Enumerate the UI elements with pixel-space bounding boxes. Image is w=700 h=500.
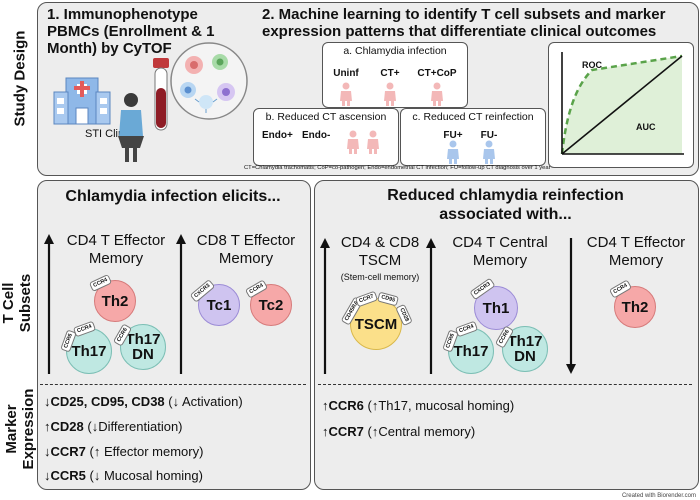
- person-icon-ct-cop: [430, 82, 444, 111]
- group-label-fu-pos: FU+: [443, 130, 463, 141]
- group-label-endo-pos: Endo+: [262, 130, 293, 141]
- step1-title: 1. Immunophenotype PBMCs (Enrollment & 1…: [47, 6, 215, 57]
- marker-direction: ↑: [322, 398, 329, 413]
- patient-icon: [116, 92, 146, 164]
- person-icon-ct-pos: [383, 82, 397, 111]
- side-label-marker-expression: Marker Expression: [3, 388, 37, 470]
- marker-note: (↑ Effector memory): [89, 444, 204, 459]
- right-col2-title: CD4 T Central Memory: [452, 234, 548, 269]
- hospital-icon: [52, 74, 112, 126]
- marker-name: CCR5: [50, 468, 86, 483]
- marker-row: ↑CCR6 (↑Th17, mucosal homing): [322, 398, 514, 413]
- group-label-ct-pos: CT+: [380, 68, 400, 79]
- footnote-text: CT=Chlamydia trachomatis; CoP=co-pathoge…: [244, 165, 551, 171]
- cell-label: Th17 DN: [125, 331, 161, 363]
- roc-label: ROC: [582, 60, 602, 70]
- marker-name: CD28: [50, 419, 84, 434]
- group-label-ct-cop: CT+CoP: [417, 68, 457, 79]
- cell-label: TSCM: [354, 315, 398, 333]
- cell-label: Th2: [101, 292, 129, 310]
- right-panel-title: Reduced chlamydia reinfection associated…: [387, 187, 624, 223]
- marker-row: ↓CCR5 (↓ Mucosal homing): [44, 468, 203, 483]
- marker-direction: ↓: [44, 394, 51, 409]
- right-col1-title: CD4 & CD8 TSCM: [340, 234, 420, 269]
- side-label-study-design: Study Design: [11, 30, 29, 127]
- cell-label: Th17: [71, 342, 107, 360]
- marker-name: CCR7: [50, 444, 86, 459]
- left-col2-title: CD8 T Effector Memory: [196, 232, 296, 267]
- divider: [40, 384, 306, 385]
- person-icon-endo-neg: [366, 130, 380, 159]
- subgroup-box-c: c. Reduced CT reinfection: [400, 108, 546, 166]
- step2-title: 2. Machine learning to identify T cell s…: [262, 6, 666, 40]
- left-col1-title: CD4 T Effector Memory: [66, 232, 166, 267]
- marker-note: (↑Central memory): [367, 424, 476, 439]
- marker-row: ↓CCR7 (↑ Effector memory): [44, 444, 203, 459]
- marker-direction: ↓: [44, 468, 51, 483]
- marker-note: (↑Th17, mucosal homing): [367, 398, 515, 413]
- left-panel-title: Chlamydia infection elicits...: [65, 188, 281, 205]
- right-col1-subtitle: (Stem-cell memory): [340, 272, 420, 282]
- subgroup-a-title: a. Chlamydia infection: [343, 45, 447, 57]
- right-col3-title: CD4 T Effector Memory: [586, 234, 686, 269]
- marker-direction: ↑: [44, 419, 51, 434]
- subgroup-c-title: c. Reduced CT reinfection: [412, 111, 534, 123]
- up-arrow-icon: [426, 238, 436, 374]
- cell-th1: Th1: [474, 286, 518, 330]
- group-label-uninf: Uninf: [333, 68, 359, 79]
- person-icon-endo-pos: [346, 130, 360, 159]
- group-label-fu-neg: FU-: [480, 130, 498, 141]
- up-arrow-icon: [320, 238, 330, 374]
- study-footnote: CT=Chlamydia trachomatis; CoP=co-pathoge…: [244, 165, 551, 171]
- marker-name: CCR7: [328, 424, 364, 439]
- subgroup-b-title: b. Reduced CT ascension: [265, 111, 387, 123]
- cell-label: Th1: [482, 299, 510, 317]
- cell-label: Th17: [453, 342, 489, 360]
- group-label-endo-neg: Endo-: [302, 130, 331, 141]
- cell-label: Th2: [621, 298, 649, 316]
- cell-label: Tc2: [258, 296, 284, 314]
- up-arrow-icon: [176, 234, 186, 374]
- person-icon-uninf: [339, 82, 353, 111]
- marker-name: CD25, CD95, CD38: [50, 394, 165, 409]
- cell-tscm: TSCM: [350, 298, 402, 350]
- marker-direction: ↓: [44, 444, 51, 459]
- marker-name: CCR6: [328, 398, 364, 413]
- marker-row: ↑CD28 (↓Differentiation): [44, 419, 183, 434]
- credit: Created with Biorender.com: [621, 493, 696, 499]
- marker-note: (↓ Activation): [168, 394, 243, 409]
- person-icon-fu-pos: [446, 140, 460, 169]
- up-arrow-icon: [44, 234, 54, 374]
- marker-row: ↓CD25, CD95, CD38 (↓ Activation): [44, 394, 243, 409]
- marker-note: (↓Differentiation): [87, 419, 183, 434]
- cell-label: Th17 DN: [507, 333, 543, 365]
- pbmc-magnifier-icon: [168, 40, 250, 122]
- down-arrow-icon: [566, 238, 576, 374]
- auc-label: AUC: [636, 122, 656, 132]
- marker-note: (↓ Mucosal homing): [89, 468, 203, 483]
- marker-row: ↑CCR7 (↑Central memory): [322, 424, 475, 439]
- side-label-t-cell-subsets: T Cell Subsets: [0, 273, 34, 333]
- cell-label: Tc1: [206, 296, 232, 314]
- blood-tube-icon: [150, 58, 172, 134]
- divider: [318, 384, 692, 385]
- marker-direction: ↑: [322, 424, 329, 439]
- roc-chart: [556, 48, 686, 160]
- person-icon-fu-neg: [482, 140, 496, 169]
